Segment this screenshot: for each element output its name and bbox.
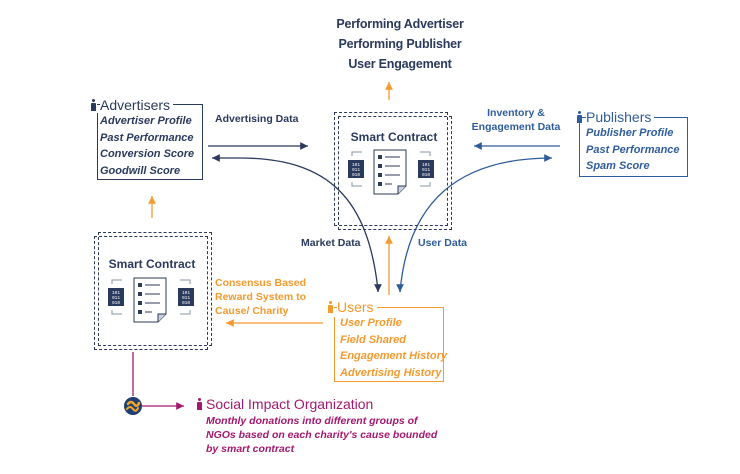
svg-text:010: 010 <box>352 172 360 178</box>
svg-text:101: 101 <box>112 290 120 296</box>
chip-icon-right: 101 011 010 <box>178 288 194 306</box>
chip-icon-left: 101 011 010 <box>348 160 364 178</box>
users-item-list: User Profile Field Shared Engagement His… <box>340 315 447 381</box>
advertisers-title: Advertisers <box>90 97 198 113</box>
list-item: Past Performance <box>586 143 680 156</box>
outcome-item: Performing Advertiser <box>336 17 464 31</box>
list-item: Past Performance <box>100 131 194 144</box>
social-impact-block: Social Impact Organization Monthly donat… <box>196 396 437 456</box>
users-title: Users <box>327 299 445 315</box>
list-item: Publisher Profile <box>586 127 674 139</box>
reward-system-label: Consensus Based Reward System to Cause/ … <box>215 277 307 317</box>
advertisers-box: Advertisers Advertiser Profile Past Perf… <box>90 97 203 180</box>
svg-text:011: 011 <box>422 167 430 173</box>
svg-text:011: 011 <box>112 295 120 301</box>
publishers-title: Publishers <box>576 109 686 125</box>
smart-contract-reward <box>98 232 212 346</box>
chip-icon-left: 101 011 010 <box>108 288 124 306</box>
smart-contract-main-title: Smart Contract <box>350 130 438 144</box>
smart-contract-main <box>334 112 448 226</box>
svg-text:010: 010 <box>422 172 430 178</box>
smart-contract-main-shadow <box>338 116 452 230</box>
person-icon <box>576 111 583 123</box>
person-icon <box>90 99 97 111</box>
svg-text:010: 010 <box>112 300 120 306</box>
arrow-user-data <box>399 154 553 293</box>
users-box: Users User Profile Field Shared Engageme… <box>327 299 447 382</box>
person-icon <box>196 398 203 410</box>
person-icon <box>327 301 334 313</box>
svg-text:101: 101 <box>352 162 360 168</box>
list-item: User Profile <box>340 317 402 329</box>
svg-text:010: 010 <box>182 300 190 306</box>
inventory-engagement-label: Inventory & Engagement Data <box>471 107 561 133</box>
list-item: Goodwill Score <box>100 164 181 177</box>
market-data-label: Market Data <box>301 237 361 249</box>
smart-contract-reward-shadow <box>94 236 208 350</box>
svg-text:101: 101 <box>422 162 430 168</box>
svg-text:011: 011 <box>182 295 190 301</box>
publishers-box: Publishers Publisher Profile Past Perfor… <box>576 109 688 177</box>
outcomes-text: Performing Advertiser Performing Publish… <box>300 14 500 74</box>
document-icon <box>133 277 167 323</box>
document-icon <box>373 149 407 195</box>
svg-text:011: 011 <box>352 167 360 173</box>
social-impact-description: Monthly donations into different groups … <box>206 415 438 455</box>
social-impact-title: Social Impact Organization <box>196 396 437 412</box>
svg-text:101: 101 <box>182 290 190 296</box>
list-item: Field Shared <box>340 333 407 346</box>
advertisers-left-border <box>97 113 98 180</box>
advertisers-item-list: Advertiser Profile Past Performance Conv… <box>100 113 198 179</box>
list-item: Spam Score <box>586 160 650 172</box>
smart-contract-reward-title: Smart Contract <box>108 257 196 271</box>
arrow-market-data-to-advertisers <box>239 157 379 291</box>
contract-document-icon: 101 011 010 101 011 010 <box>348 149 434 195</box>
outcome-item: User Engagement <box>348 57 452 71</box>
list-item: Conversion Score <box>100 148 195 160</box>
token-coin-icon <box>124 397 142 415</box>
advertising-data-label: Advertising Data <box>215 113 299 125</box>
list-item: Advertiser Profile <box>100 115 192 127</box>
user-data-label: User Data <box>418 237 468 249</box>
list-item: Engagement History <box>340 350 447 362</box>
users-left-border <box>334 317 335 382</box>
outcome-item: Performing Publisher <box>338 37 462 51</box>
chip-icon-right: 101 011 010 <box>418 160 434 178</box>
list-item: Advertising History <box>340 366 442 379</box>
contract-document-icon: 101 011 010 101 011 010 <box>108 277 194 323</box>
users-border <box>334 307 444 382</box>
publishers-item-list: Publisher Profile Past Performance Spam … <box>586 125 686 175</box>
